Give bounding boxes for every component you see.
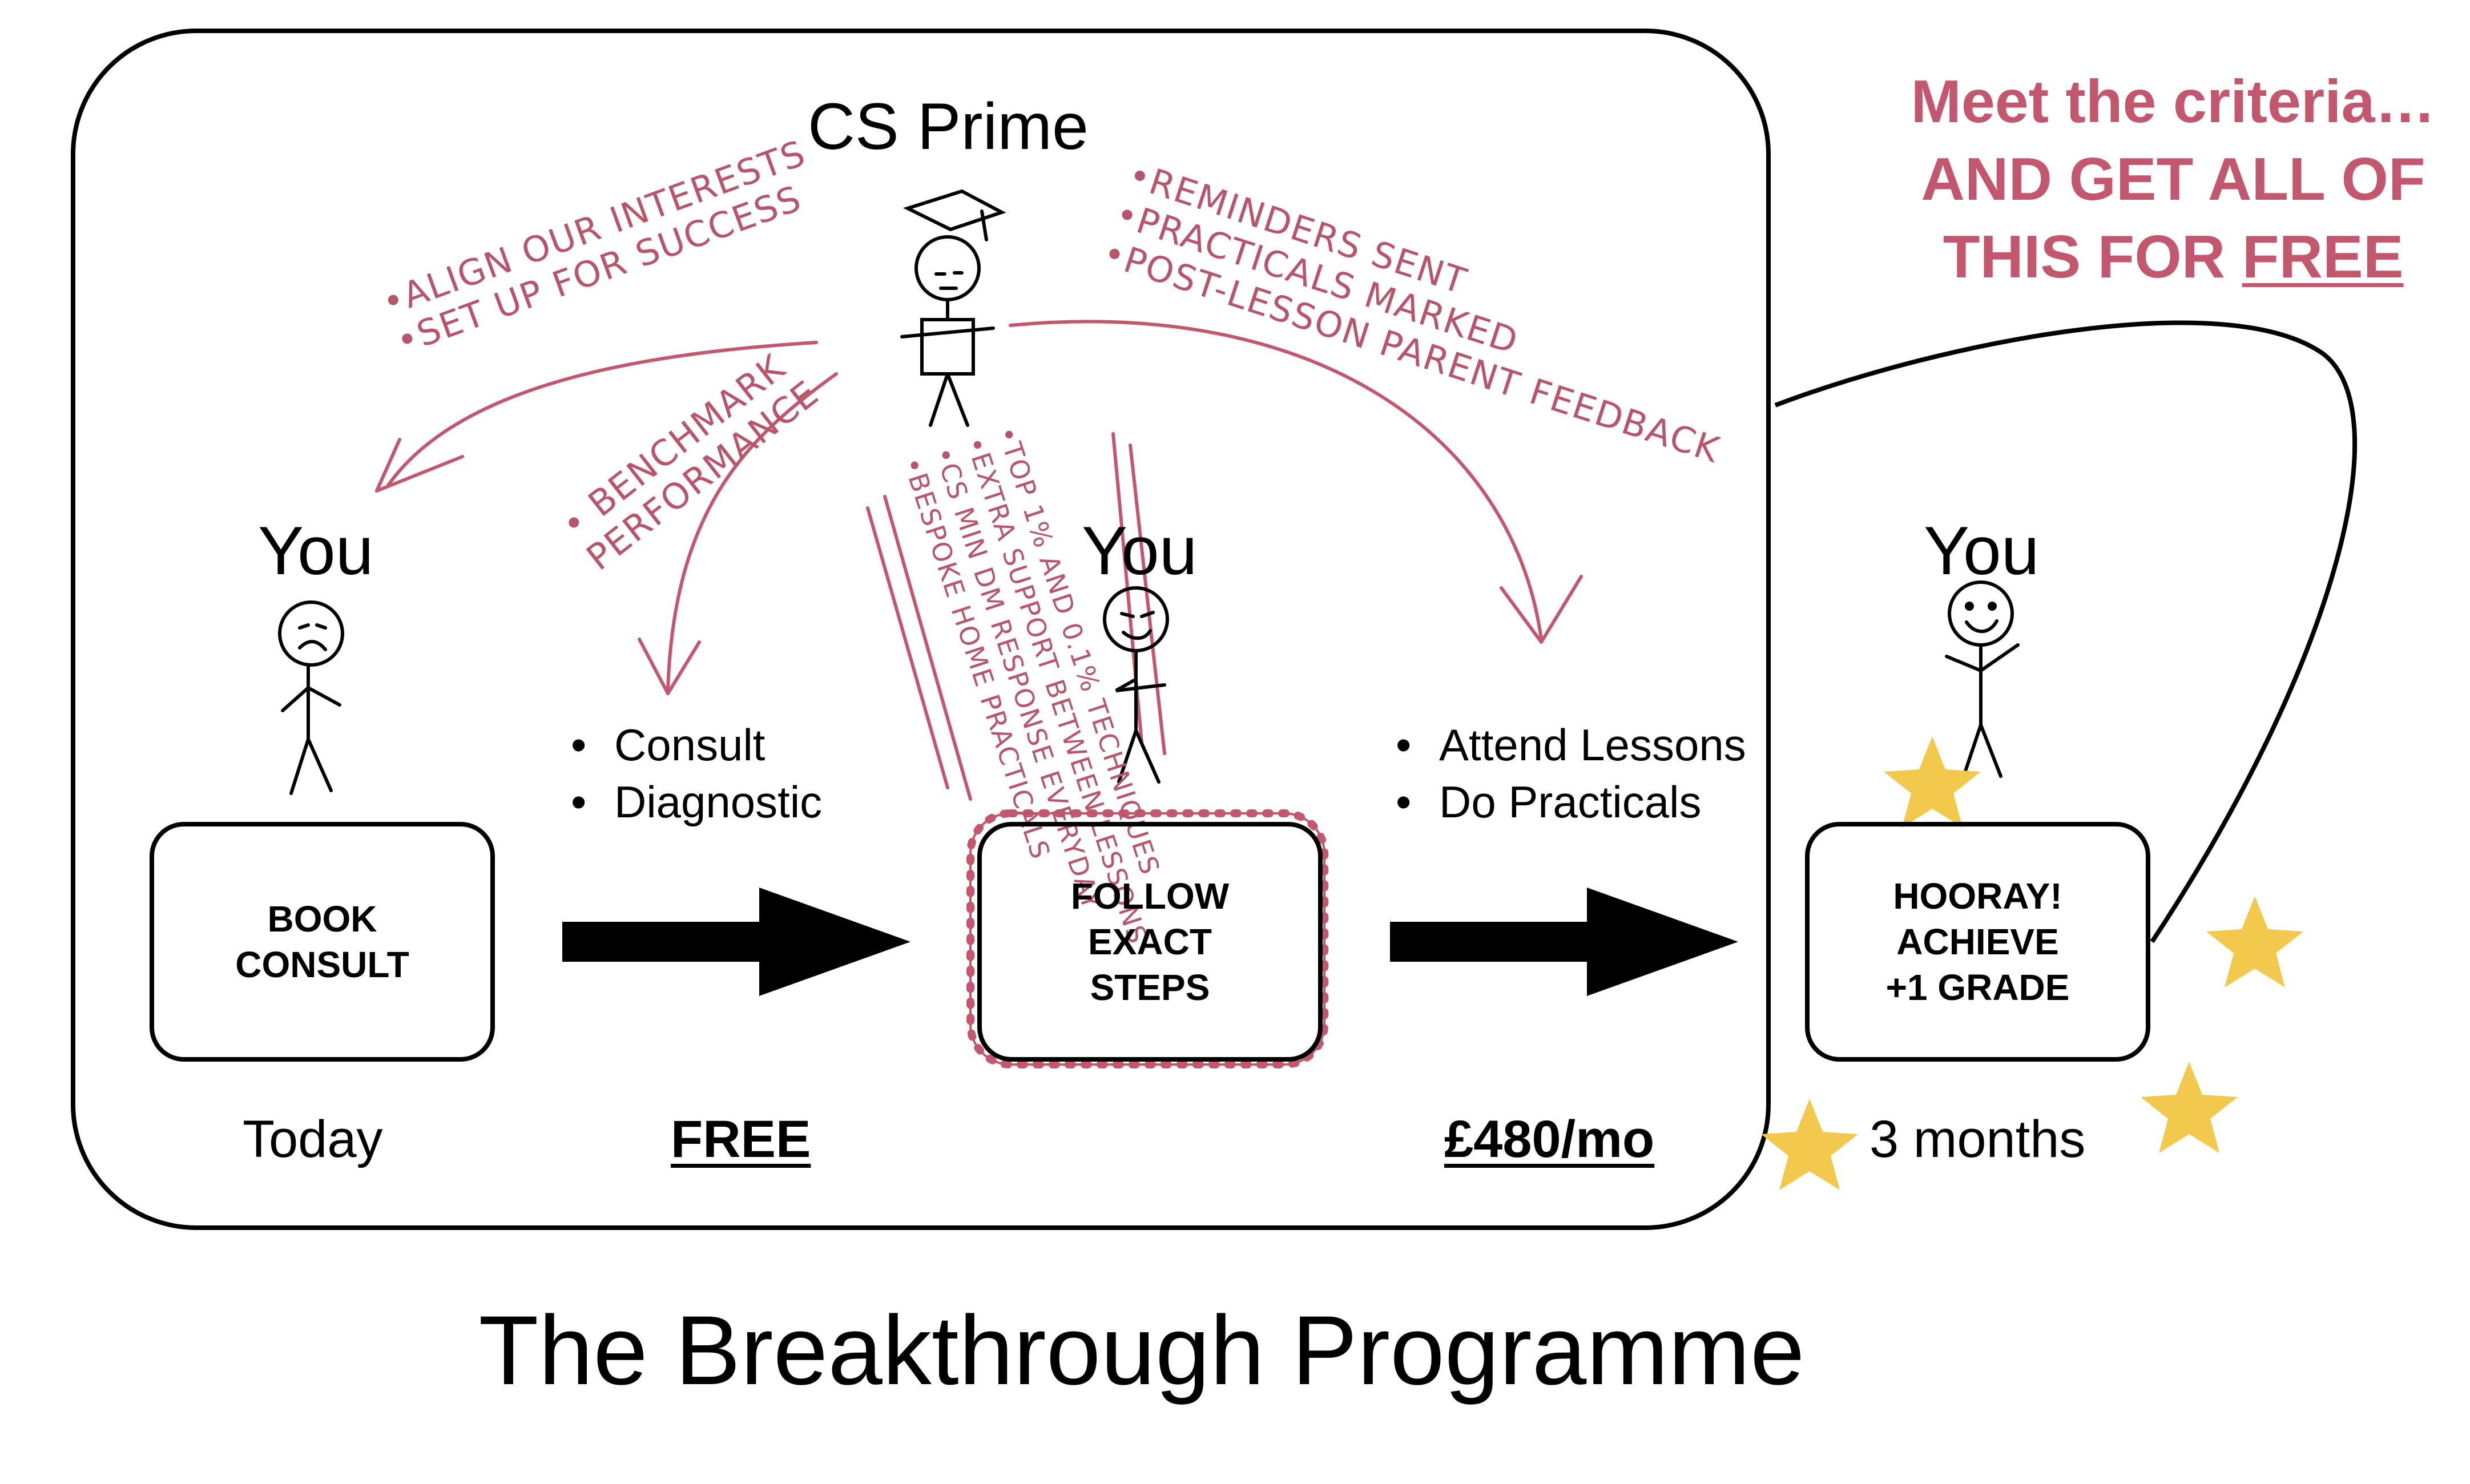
you-figure-sad (278, 600, 344, 795)
box-follow-steps: FOLLOW EXACT STEPS (977, 822, 1323, 1062)
offer-line-3: THIS FOR FREE (1943, 223, 2404, 291)
box-achieve-grade: HOORAY! ACHIEVE +1 GRADE (1805, 822, 2150, 1062)
bullet-attend-lessons: •Attend Lessons (1396, 720, 1746, 770)
label-today: Today (243, 1110, 383, 1168)
offer-line-1: Meet the criteria… (1911, 68, 2436, 135)
you-label-1: You (258, 513, 374, 589)
programme-title: The Breakthrough Programme (478, 1296, 1805, 1405)
cs-prime-label: CS Prime (808, 90, 1089, 163)
pink-arrow-left (386, 341, 818, 487)
label-3-months: 3 months (1869, 1110, 2086, 1168)
connector-loop (1774, 320, 2358, 943)
you-figure-happy (1945, 580, 2020, 778)
arrow2-bullets: •Attend Lessons •Do Practicals (1396, 716, 1746, 830)
offer-line-2: AND GET ALL OF (1921, 146, 2425, 213)
pink-arrow-benchmark (666, 372, 838, 692)
arrow-right-2 (1390, 888, 1738, 996)
arrow-right-1 (562, 888, 910, 996)
price-monthly: £480/mo (1444, 1110, 1655, 1168)
tutor-figure (900, 189, 1006, 427)
star-4 (1761, 1099, 1858, 1190)
star-1 (1884, 736, 1981, 828)
arrow1-bullets: •Consult •Diagnostic (571, 716, 822, 830)
price-free: FREE (671, 1110, 811, 1168)
offer-callout: Meet the criteria… AND GET ALL OF THIS F… (1888, 63, 2459, 296)
box-book-consult: BOOK CONSULT (150, 822, 495, 1062)
programme-frame (71, 29, 1771, 1230)
you-label-3: You (1924, 513, 2040, 589)
you-figure-determined (1103, 586, 1169, 784)
star-2 (2206, 896, 2303, 987)
squiggle-lines (866, 432, 1166, 801)
bullet-consult: •Consult (571, 720, 765, 770)
pink-arrow-right (1009, 320, 1543, 641)
star-3 (2141, 1062, 2238, 1153)
offer-free: FREE (2242, 223, 2404, 291)
you-label-2: You (1082, 513, 1198, 589)
bullet-diagnostic: •Diagnostic (571, 777, 823, 827)
bullet-do-practicals: •Do Practicals (1396, 777, 1702, 827)
